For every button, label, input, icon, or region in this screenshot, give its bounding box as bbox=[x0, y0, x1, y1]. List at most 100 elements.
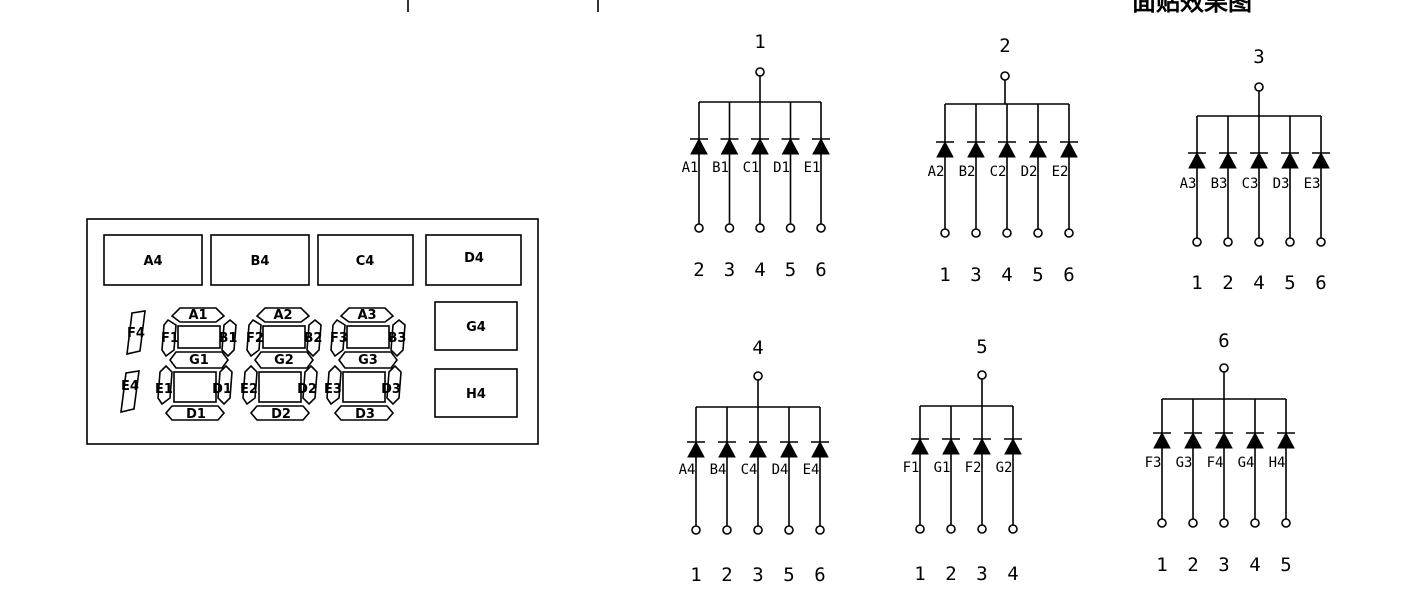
top-pad-a4: A4 bbox=[103, 234, 203, 286]
segment-name: C3 bbox=[1242, 176, 1259, 192]
panel-outline bbox=[86, 218, 539, 445]
diode-leg: F31 bbox=[1145, 399, 1171, 576]
diode-icon bbox=[998, 140, 1016, 158]
diode-leg: G32 bbox=[1176, 399, 1202, 576]
segment-name: F1 bbox=[903, 460, 920, 476]
pin-number: 4 bbox=[1253, 272, 1264, 294]
diode-icon bbox=[1153, 431, 1171, 449]
diode-icon bbox=[718, 440, 736, 458]
segment-name: A2 bbox=[928, 164, 945, 180]
pin-number: 6 bbox=[1315, 272, 1326, 294]
segment-f: F1 bbox=[161, 318, 179, 358]
slanted-pad-e4: E4 bbox=[120, 370, 140, 414]
diode-leg: G24 bbox=[996, 406, 1022, 585]
segment-g: G2 bbox=[254, 351, 314, 369]
segment-e: E2 bbox=[240, 364, 258, 406]
diode-icon bbox=[1219, 151, 1237, 169]
diode-leg: A41 bbox=[679, 407, 705, 586]
diode-leg: F43 bbox=[1207, 399, 1233, 576]
segment-name: E4 bbox=[803, 462, 820, 478]
digit-window-top bbox=[177, 325, 221, 349]
diode-icon bbox=[1004, 437, 1022, 455]
segment-label: F2 bbox=[246, 331, 264, 346]
diode-icon bbox=[1029, 140, 1047, 158]
pin-number: 2 bbox=[1222, 272, 1233, 294]
pin-number: 5 bbox=[1032, 264, 1043, 286]
diode-icon bbox=[751, 137, 769, 155]
pad-label: A4 bbox=[143, 254, 162, 269]
diode-leg: B42 bbox=[710, 407, 736, 586]
pin-number: 3 bbox=[724, 259, 735, 281]
diode-icon bbox=[1188, 151, 1206, 169]
pin-number: 2 bbox=[1187, 554, 1198, 576]
segment-b: B3 bbox=[388, 318, 406, 358]
segment-label: E3 bbox=[324, 382, 342, 397]
segment-name: G4 bbox=[1238, 455, 1255, 471]
diode-icon bbox=[936, 140, 954, 158]
pad-label: H4 bbox=[466, 387, 486, 402]
pin-terminal bbox=[1064, 228, 1074, 238]
pin-number: 3 bbox=[970, 264, 981, 286]
pin-number: 5 bbox=[783, 564, 794, 586]
segment-label: D3 bbox=[381, 382, 401, 397]
diode-icon bbox=[780, 440, 798, 458]
diode-leg: B1 3 bbox=[712, 102, 739, 281]
pin-number: 1 bbox=[914, 563, 925, 585]
pin-number: 6 bbox=[815, 259, 826, 281]
pin-number: 4 bbox=[754, 259, 765, 281]
diode-icon bbox=[1060, 140, 1078, 158]
segment-label: G2 bbox=[274, 353, 294, 368]
segment-label: D1 bbox=[186, 407, 206, 422]
segment-name: C2 bbox=[990, 164, 1007, 180]
diode-leg: A21 bbox=[928, 104, 954, 286]
segment-shape bbox=[249, 405, 311, 421]
segment-name: D1 bbox=[773, 160, 790, 176]
diode-leg: F23 bbox=[965, 406, 991, 585]
segment-shape bbox=[254, 351, 314, 369]
diode-leg: E46 bbox=[803, 407, 829, 586]
segment-name: H4 bbox=[1269, 455, 1286, 471]
pin-terminal bbox=[971, 228, 981, 238]
segment-e: E1 bbox=[155, 364, 173, 406]
diode-leg: C43 bbox=[741, 407, 767, 586]
pin-terminal bbox=[815, 525, 825, 535]
pin-terminal bbox=[1192, 237, 1202, 247]
pad-box bbox=[434, 368, 518, 418]
segment-g: G3 bbox=[338, 351, 398, 369]
pin-terminal bbox=[1219, 518, 1229, 528]
segment-shape bbox=[339, 307, 395, 323]
pin-number: 2 bbox=[721, 564, 732, 586]
pin-number: 1 bbox=[690, 564, 701, 586]
segment-name: F2 bbox=[965, 460, 982, 476]
segment-name: C1 bbox=[743, 160, 760, 176]
pad-box bbox=[210, 234, 310, 286]
pin-terminal bbox=[1033, 228, 1043, 238]
diode-icon bbox=[781, 137, 800, 155]
pin-number: 1 bbox=[1156, 554, 1167, 576]
segment-f: F3 bbox=[330, 318, 348, 358]
title: 面贴效果图 bbox=[1132, 0, 1252, 16]
pin-terminal bbox=[915, 524, 925, 534]
common-terminal bbox=[1254, 82, 1264, 92]
pin-terminal bbox=[1281, 518, 1291, 528]
pin-terminal bbox=[1223, 237, 1233, 247]
segment-label: G3 bbox=[358, 353, 378, 368]
diode-icon bbox=[973, 437, 991, 455]
segment-name: B1 bbox=[712, 160, 729, 176]
pin-terminal bbox=[946, 524, 956, 534]
diode-leg: C1 4 bbox=[743, 102, 769, 281]
digit-window-bottom bbox=[258, 371, 302, 403]
pad-label: F4 bbox=[127, 326, 145, 341]
segment-d: D1 bbox=[164, 405, 226, 422]
diode-leg: E16 bbox=[804, 102, 830, 281]
segment-label: D2 bbox=[297, 382, 317, 397]
segment-label: D1 bbox=[212, 382, 232, 397]
segment-name: B2 bbox=[959, 164, 976, 180]
segment-shape bbox=[302, 364, 318, 406]
diode-leg: D35 bbox=[1273, 116, 1299, 294]
pin-terminal bbox=[694, 223, 704, 233]
segment-name: G2 bbox=[996, 460, 1013, 476]
